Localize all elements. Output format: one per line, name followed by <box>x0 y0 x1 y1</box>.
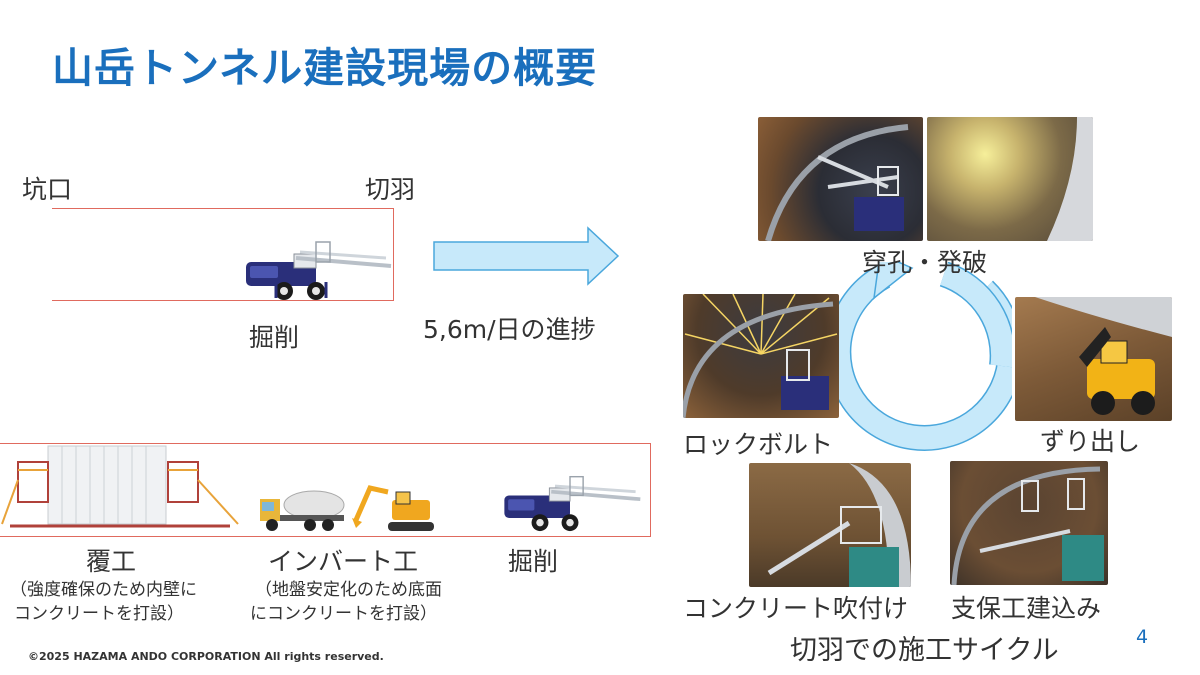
cycle-arrow-icon <box>826 262 1012 451</box>
cycle-step-rockbolt-label: ロックボルト <box>683 430 834 459</box>
photo-mucking <box>1015 297 1172 421</box>
photo-steel-support <box>950 461 1108 585</box>
mixer-truck-icon <box>260 490 345 531</box>
face-label: 切羽 <box>365 175 416 204</box>
portal-label: 坑口 <box>22 175 73 204</box>
invert-note-line1: （地盤安定化のため底面 <box>255 580 442 600</box>
cycle-step-support-label: 支保工建込み <box>951 594 1102 623</box>
lining-form-icon <box>1 445 239 528</box>
excavation-label-top: 掘削 <box>249 323 300 352</box>
cycle-step-drilling-label: 穿孔・発破 <box>862 248 988 277</box>
photo-blasting <box>927 117 1093 241</box>
cycle-step-shotcrete-label: コンクリート吹付け <box>683 594 909 623</box>
page-number: 4 <box>1136 626 1149 648</box>
progress-label: 5,6m/日の進捗 <box>423 315 596 344</box>
photo-drilling <box>758 117 923 241</box>
drill-jumbo-bottom-icon <box>504 475 641 532</box>
photo-rockbolt <box>683 294 839 418</box>
cycle-step-mucking-label: ずり出し <box>1040 427 1141 456</box>
progress-arrow-icon <box>433 226 620 286</box>
lining-note-line2: コンクリートを打設） <box>14 604 184 624</box>
invert-label: インバート工 <box>268 547 419 576</box>
page-title: 山岳トンネル建設現場の概要 <box>52 44 598 92</box>
invert-note-line2: にコンクリートを打設） <box>250 604 437 624</box>
photo-shotcrete <box>749 463 911 587</box>
lining-note-line1: （強度確保のため内壁に <box>10 580 197 600</box>
excavator-icon <box>352 485 434 531</box>
drill-jumbo-icon <box>246 241 392 300</box>
copyright: ©2025 HAZAMA ANDO CORPORATION All rights… <box>28 650 384 663</box>
excavation-label-bottom: 掘削 <box>508 547 559 576</box>
cycle-title: 切羽での施工サイクル <box>790 635 1059 666</box>
tunnel-outline-bottom <box>0 443 651 537</box>
lining-label: 覆工 <box>86 547 137 576</box>
tunnel-outline-top <box>52 208 394 301</box>
